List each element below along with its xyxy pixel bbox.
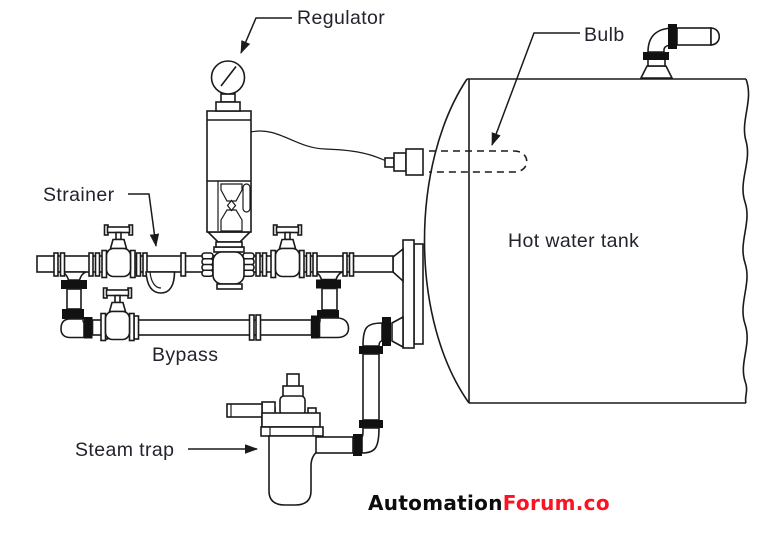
strainer-body [145, 271, 176, 294]
label-strainer: Strainer [43, 184, 115, 206]
label-bypass: Bypass [152, 344, 218, 366]
bypass-takeoff-left [60, 271, 93, 339]
condensate-line [353, 317, 391, 456]
regulator-union-left [201, 252, 214, 278]
regulator-leader-arrow [240, 17, 292, 54]
condensate-outlet-nozzle [391, 315, 404, 349]
steam-trap [226, 373, 354, 506]
tank-dished-head-arc [423, 78, 470, 404]
watermark-red-part: Forum.co [503, 491, 610, 515]
watermark-brand: AutomationForum.co [368, 491, 610, 515]
trap-side-pipe [226, 403, 263, 418]
main-line-fittings [53, 224, 355, 294]
strainer-leader-arrow [128, 193, 160, 247]
inlet-isolation-valve [101, 224, 136, 279]
label-steam-trap: Steam trap [75, 439, 174, 461]
label-hot-water-tank: Hot water tank [508, 230, 639, 252]
steam-inlet-reducer [392, 247, 404, 283]
temperature-bulb [384, 148, 528, 176]
bypass-return-right [311, 271, 350, 339]
pressure-regulator [206, 60, 252, 248]
bulb-leader-arrow [491, 32, 580, 146]
label-regulator: Regulator [297, 7, 385, 29]
gauge-needle [220, 66, 237, 87]
outlet-isolation-valve [270, 224, 305, 279]
bypass-line [91, 287, 313, 342]
tap-rounded-end [710, 27, 721, 46]
watermark-black-part: Automation [368, 491, 503, 515]
regulator-valve-body [212, 251, 245, 285]
bulb-dashed-outline [429, 150, 528, 173]
trap-outlet-pipe [315, 436, 354, 454]
bypass-valve [100, 287, 135, 342]
regulator-plug-lower [220, 209, 243, 232]
annotations: Regulator Bulb Strainer Hot water tank B… [43, 7, 639, 461]
hot-water-tank [423, 78, 750, 404]
tank-flange-connection [391, 239, 424, 349]
label-bulb: Bulb [584, 24, 625, 46]
regulator-housing [206, 110, 252, 233]
trap-top-knob [286, 373, 300, 388]
bypass-union [248, 314, 255, 341]
tank-top-valve [639, 24, 721, 79]
trap-body [268, 435, 319, 506]
trap-bonnet [279, 395, 306, 416]
regulator-plug-upper [220, 183, 243, 202]
capillary-tube [250, 130, 387, 162]
